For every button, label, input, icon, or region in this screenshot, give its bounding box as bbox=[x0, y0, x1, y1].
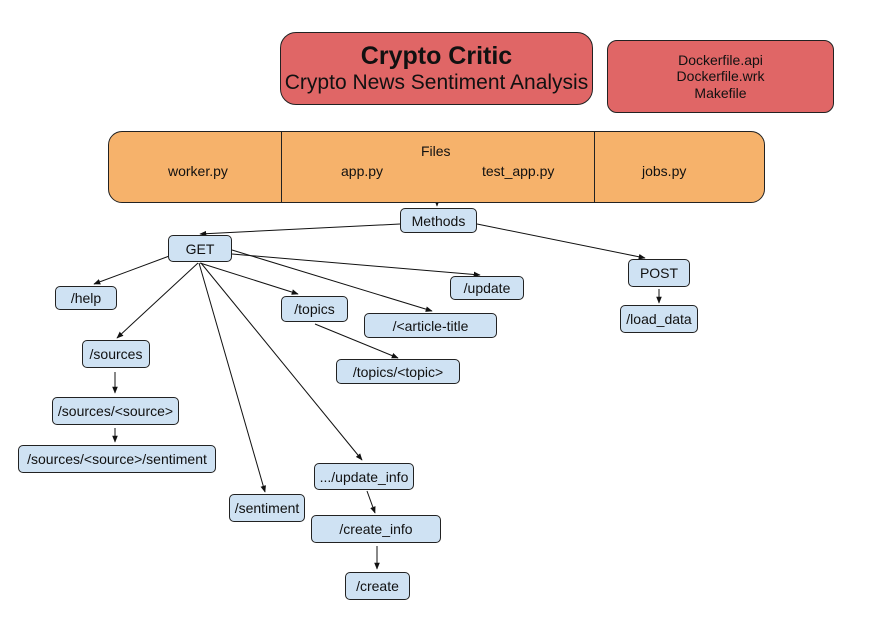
arrow-get-to-help bbox=[93, 254, 173, 285]
file-app-py: app.py bbox=[341, 163, 384, 179]
file-worker-py: worker.py bbox=[168, 163, 228, 179]
arrow-get-to-article bbox=[231, 249, 433, 312]
node-update: /update bbox=[450, 276, 524, 300]
node-sources-source: /sources/<source> bbox=[52, 397, 179, 425]
arrow-get-to-sentiment bbox=[198, 262, 266, 493]
build-file-dockerfile-wrk: Dockerfile.wrk bbox=[676, 68, 765, 85]
arrow-get-to-topics bbox=[199, 262, 299, 295]
arrow-get-to-sources bbox=[116, 262, 199, 339]
node-post: POST bbox=[628, 259, 690, 287]
files-divider-left bbox=[281, 132, 282, 202]
file-test-app-py: test_app.py bbox=[482, 163, 555, 179]
node-load-data: /load_data bbox=[620, 305, 698, 333]
build-files-box: Dockerfile.api Dockerfile.wrk Makefile bbox=[607, 40, 834, 113]
files-label: Files bbox=[421, 143, 451, 159]
node-help: /help bbox=[55, 286, 117, 310]
arrow-update-info-to-create-info bbox=[366, 490, 376, 514]
project-title: Crypto Critic bbox=[360, 41, 513, 70]
build-file-makefile: Makefile bbox=[694, 84, 747, 101]
node-get: GET bbox=[168, 235, 232, 262]
node-topics: /topics bbox=[281, 296, 348, 322]
node-update-info: .../update_info bbox=[314, 463, 414, 490]
node-create: /create bbox=[345, 572, 410, 600]
project-subtitle: Crypto News Sentiment Analysis bbox=[284, 71, 589, 95]
arrow-topics-to-topic bbox=[314, 323, 399, 359]
arrow-methods-to-post bbox=[476, 223, 646, 260]
node-article-title: /<article-title bbox=[364, 313, 497, 338]
arrow-get-to-update bbox=[231, 253, 481, 278]
node-create-info: /create_info bbox=[311, 515, 441, 543]
node-topics-topic: /topics/<topic> bbox=[336, 359, 460, 384]
arrow-methods-to-get bbox=[199, 223, 401, 237]
project-title-box: Crypto Critic Crypto News Sentiment Anal… bbox=[280, 32, 593, 105]
node-methods: Methods bbox=[400, 208, 477, 233]
files-divider-right bbox=[594, 132, 595, 202]
files-bar: Files worker.py app.py test_app.py jobs.… bbox=[108, 131, 765, 203]
node-sources-sentiment: /sources/<source>/sentiment bbox=[18, 445, 216, 473]
file-jobs-py: jobs.py bbox=[642, 163, 687, 179]
node-sources: /sources bbox=[82, 340, 150, 368]
node-sentiment: /sentiment bbox=[229, 494, 305, 522]
build-file-dockerfile-api: Dockerfile.api bbox=[678, 52, 763, 69]
arrow-get-to-update-info bbox=[200, 262, 363, 461]
